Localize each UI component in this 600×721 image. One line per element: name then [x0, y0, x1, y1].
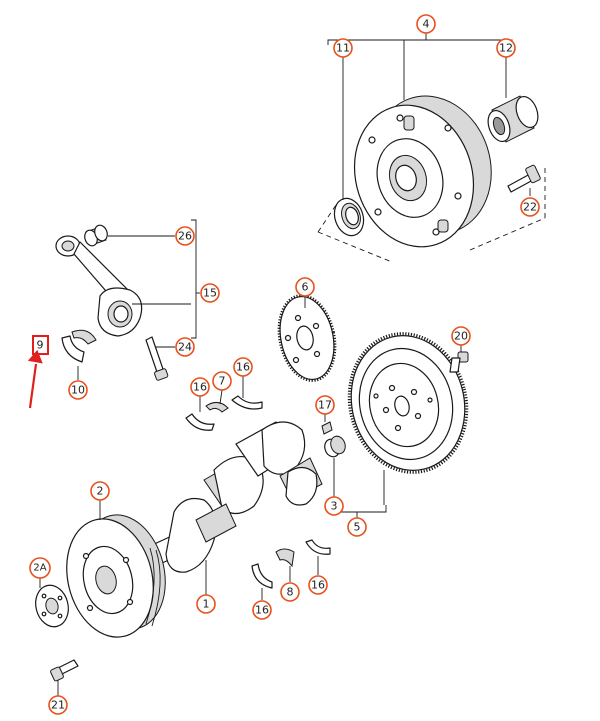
svg-text:1: 1: [203, 598, 210, 611]
connecting-rod-assembly: [55, 219, 200, 381]
svg-text:2A: 2A: [33, 563, 46, 574]
svg-text:3: 3: [331, 500, 338, 513]
crankshaft: [146, 421, 323, 573]
svg-text:15: 15: [203, 287, 217, 300]
flywheel-ring-gear: [347, 332, 469, 474]
callout-16-a[interactable]: 16: [190, 377, 210, 397]
callout-3[interactable]: 3: [324, 496, 344, 516]
callout-16-b[interactable]: 16: [233, 357, 253, 377]
dual-mass-flywheel-assembly: [317, 24, 546, 263]
svg-text:10: 10: [71, 384, 85, 397]
svg-text:16: 16: [193, 381, 207, 394]
svg-text:9: 9: [37, 339, 44, 352]
pilot-bushing: [324, 435, 346, 458]
svg-text:24: 24: [178, 341, 192, 354]
main-bearing-shells-lower: [251, 539, 331, 589]
svg-text:16: 16: [255, 604, 269, 617]
svg-text:17: 17: [318, 399, 332, 412]
callout-2[interactable]: 2: [90, 481, 110, 501]
svg-text:8: 8: [287, 586, 294, 599]
main-bearing-shells-upper: [185, 395, 263, 431]
svg-text:5: 5: [354, 521, 361, 534]
dowel-pin: [321, 421, 333, 435]
rod-bearing-shells: [61, 329, 97, 363]
svg-text:16: 16: [236, 361, 250, 374]
callout-16-c[interactable]: 16: [252, 600, 272, 620]
svg-text:2: 2: [97, 485, 104, 498]
callout-17[interactable]: 17: [315, 395, 335, 415]
arrow-up-icon: [27, 349, 43, 364]
callout-10[interactable]: 10: [68, 380, 88, 400]
seal-ring: [333, 197, 365, 237]
svg-text:20: 20: [454, 330, 468, 343]
svg-text:4: 4: [423, 18, 430, 31]
highlight-box: [32, 335, 49, 355]
small-end-bushing: [84, 224, 108, 247]
callout-9[interactable]: 9: [37, 339, 44, 352]
svg-text:6: 6: [302, 281, 309, 294]
svg-text:11: 11: [336, 42, 350, 55]
callout-5[interactable]: 5: [347, 517, 367, 537]
svg-text:16: 16: [311, 579, 325, 592]
callout-8[interactable]: 8: [280, 582, 300, 602]
callout-2a[interactable]: 2A: [29, 557, 51, 579]
flywheel-disc: [353, 95, 492, 248]
callout-4[interactable]: 4: [416, 14, 436, 34]
callout-15[interactable]: 15: [200, 283, 220, 303]
crankshaft-gear: [277, 294, 337, 382]
callout-12[interactable]: 12: [496, 38, 516, 58]
callout-7[interactable]: 7: [212, 371, 232, 391]
connecting-rod: [55, 235, 143, 337]
svg-text:26: 26: [178, 230, 192, 243]
pulley-bolt: [50, 659, 79, 682]
callout-6[interactable]: 6: [295, 277, 315, 297]
flywheel-bolt: [449, 351, 469, 373]
svg-text:22: 22: [523, 201, 537, 214]
callout-22[interactable]: 22: [520, 197, 540, 217]
bolt-22: [507, 164, 541, 193]
callout-11[interactable]: 11: [333, 38, 353, 58]
callout-20[interactable]: 20: [451, 326, 471, 346]
svg-text:7: 7: [219, 375, 226, 388]
callout-16-d[interactable]: 16: [308, 575, 328, 595]
callout-26[interactable]: 26: [175, 226, 195, 246]
callout-1[interactable]: 1: [196, 594, 216, 614]
vibration-damper-pulley: [66, 514, 166, 638]
svg-text:21: 21: [51, 699, 65, 712]
pulley-hub-2a: [35, 584, 69, 628]
rod-bolt: [145, 336, 169, 381]
callout-24[interactable]: 24: [175, 337, 195, 357]
svg-text:12: 12: [499, 42, 513, 55]
callout-21[interactable]: 21: [48, 695, 68, 715]
needle-bearing: [487, 95, 539, 143]
highlight-marker: [27, 335, 49, 409]
